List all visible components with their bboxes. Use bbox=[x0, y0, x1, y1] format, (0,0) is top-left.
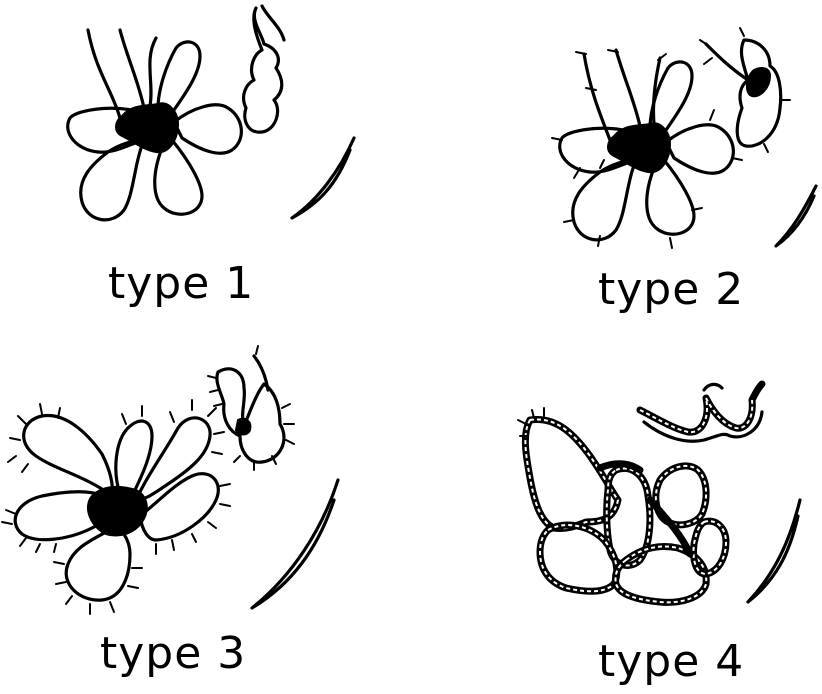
type-1-vessel-wall bbox=[292, 138, 354, 218]
type-2-cell bbox=[552, 50, 742, 248]
type-2-chain bbox=[700, 28, 790, 152]
type-3-label: type 3 bbox=[100, 632, 246, 676]
type-2-vessel-wall bbox=[776, 186, 816, 246]
type-4-chain bbox=[640, 384, 762, 441]
type-2-label: type 2 bbox=[598, 268, 744, 312]
type-4-vessel-wall bbox=[748, 500, 800, 602]
type-1-cell bbox=[68, 30, 242, 220]
type-4-label: type 4 bbox=[598, 640, 744, 684]
type-1-chain bbox=[244, 6, 284, 132]
type-3-chain bbox=[208, 346, 294, 470]
type-1-label: type 1 bbox=[108, 262, 254, 306]
type-3-cell bbox=[2, 400, 230, 614]
type-4-cell bbox=[518, 408, 726, 602]
type-3-vessel-wall bbox=[252, 480, 338, 608]
